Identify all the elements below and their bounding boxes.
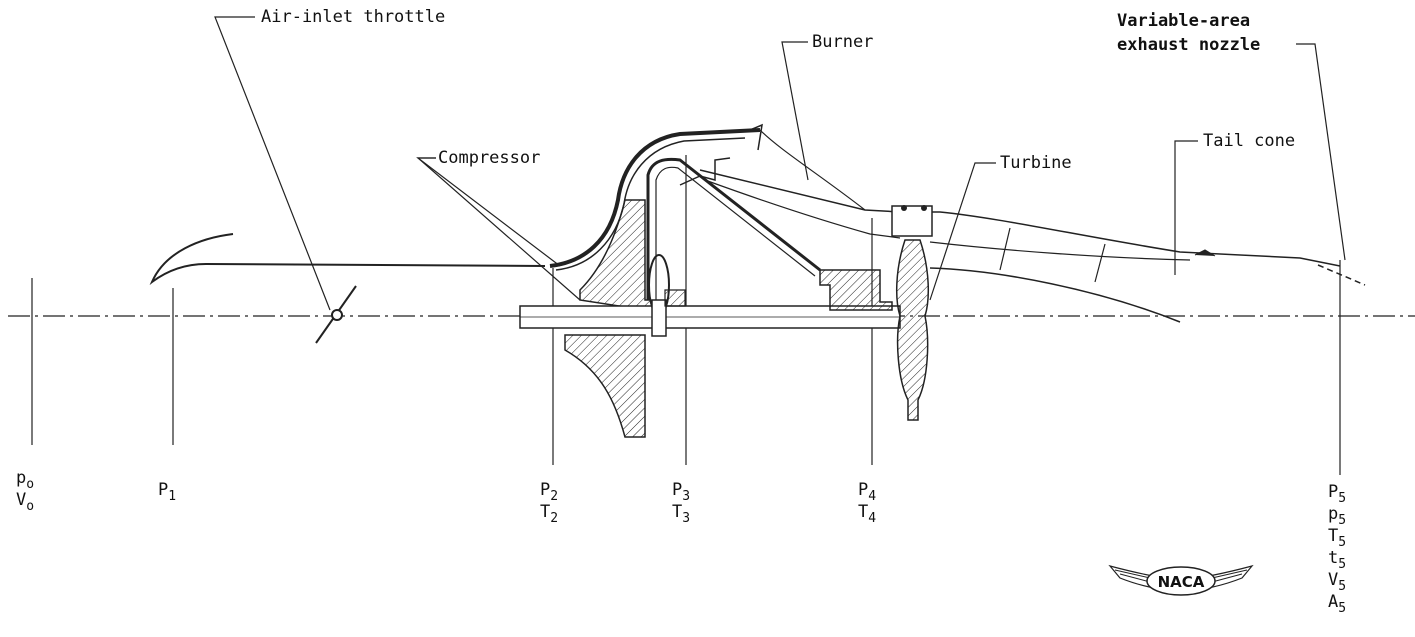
station-3-symbol-subscript: 3 [682,511,690,526]
station-5-symbol: p5 [1328,504,1346,528]
station-4-symbol: T4 [858,502,876,526]
station-5-symbol: T5 [1328,526,1346,550]
station-5-symbol-main: T [1328,526,1338,546]
station-5-symbol-subscript: 5 [1338,579,1346,594]
station-4-symbol-main: T [858,502,868,522]
label-turbine: Turbine [1000,153,1072,173]
inner-combustor-wall [646,157,821,300]
station-0-symbol: Vo [16,490,34,514]
station-5-symbol: V5 [1328,570,1346,594]
compressor-impeller-lower [564,334,646,438]
station-5-symbol: A5 [1328,592,1346,616]
turbine-flange [891,205,933,237]
station-4-symbol-main: P [858,480,868,500]
fuel-nozzle [679,157,731,186]
turbine-bearing-housing [819,269,893,311]
label-nozzle-line1: Variable-area [1117,11,1250,31]
label-compressor: Compressor [438,148,540,168]
station-0-symbol-subscript: o [26,477,34,492]
station-3-symbol-main: T [672,502,682,522]
station-5-symbol-subscript: 5 [1338,557,1346,572]
station-5-symbol-main: P [1328,482,1338,502]
air-inlet-throttle [315,285,357,344]
station-1-symbol-main: P [158,480,168,500]
station-5-symbol-subscript: 5 [1338,491,1346,506]
station-5-symbol: P5 [1328,482,1346,506]
naca-logo-text: NACA [1158,573,1205,591]
station-4-symbol-subscript: 4 [868,489,876,504]
naca-logo: NACA [1108,564,1254,596]
burner-casing [699,169,1341,267]
station-1-symbol: P1 [158,480,176,504]
inlet-lip [149,233,546,286]
station-5-symbol-main: t [1328,548,1338,568]
station-0-symbol: po [16,468,34,492]
turbine-wheel [895,239,930,421]
compressor-shroud [549,128,761,268]
station-2-symbol: T2 [540,502,558,526]
station-2-symbol-subscript: 2 [550,489,558,504]
station-4-symbol: P4 [858,480,876,504]
station-3-symbol-subscript: 3 [682,489,690,504]
label-tail-cone: Tail cone [1203,131,1295,151]
station-4-symbol-subscript: 4 [868,511,876,526]
label-nozzle-line2: exhaust nozzle [1117,35,1260,55]
label-burner: Burner [812,32,873,52]
variable-nozzle-dashed [1317,264,1366,286]
station-3-symbol: P3 [672,480,690,504]
station-2-symbol-main: P [540,480,550,500]
station-2-symbol: P2 [540,480,558,504]
station-0-symbol-main: V [16,490,26,510]
station-2-symbol-main: T [540,502,550,522]
station-5-symbol-main: A [1328,592,1338,612]
compressor-casing-inner [555,137,746,271]
station-5-symbol-main: p [1328,504,1338,524]
station-1-symbol-subscript: 1 [168,489,176,504]
station-5-symbol: t5 [1328,548,1346,572]
exhaust-inner-wall [929,241,1191,261]
station-0-symbol-subscript: o [26,499,34,514]
tail-cone [929,267,1181,323]
label-air-inlet-throttle: Air-inlet throttle [261,7,445,27]
station-3-symbol: T3 [672,502,690,526]
station-5-symbol-subscript: 5 [1338,535,1346,550]
station-5-symbol-main: V [1328,570,1338,590]
leader-lines [214,16,1346,311]
station-5-symbol-subscript: 5 [1338,601,1346,616]
station-5-symbol-subscript: 5 [1338,513,1346,528]
station-2-symbol-subscript: 2 [550,511,558,526]
station-0-symbol-main: p [16,468,26,488]
station-3-symbol-main: P [672,480,682,500]
exhaust-nozzle-flap [1194,249,1216,257]
